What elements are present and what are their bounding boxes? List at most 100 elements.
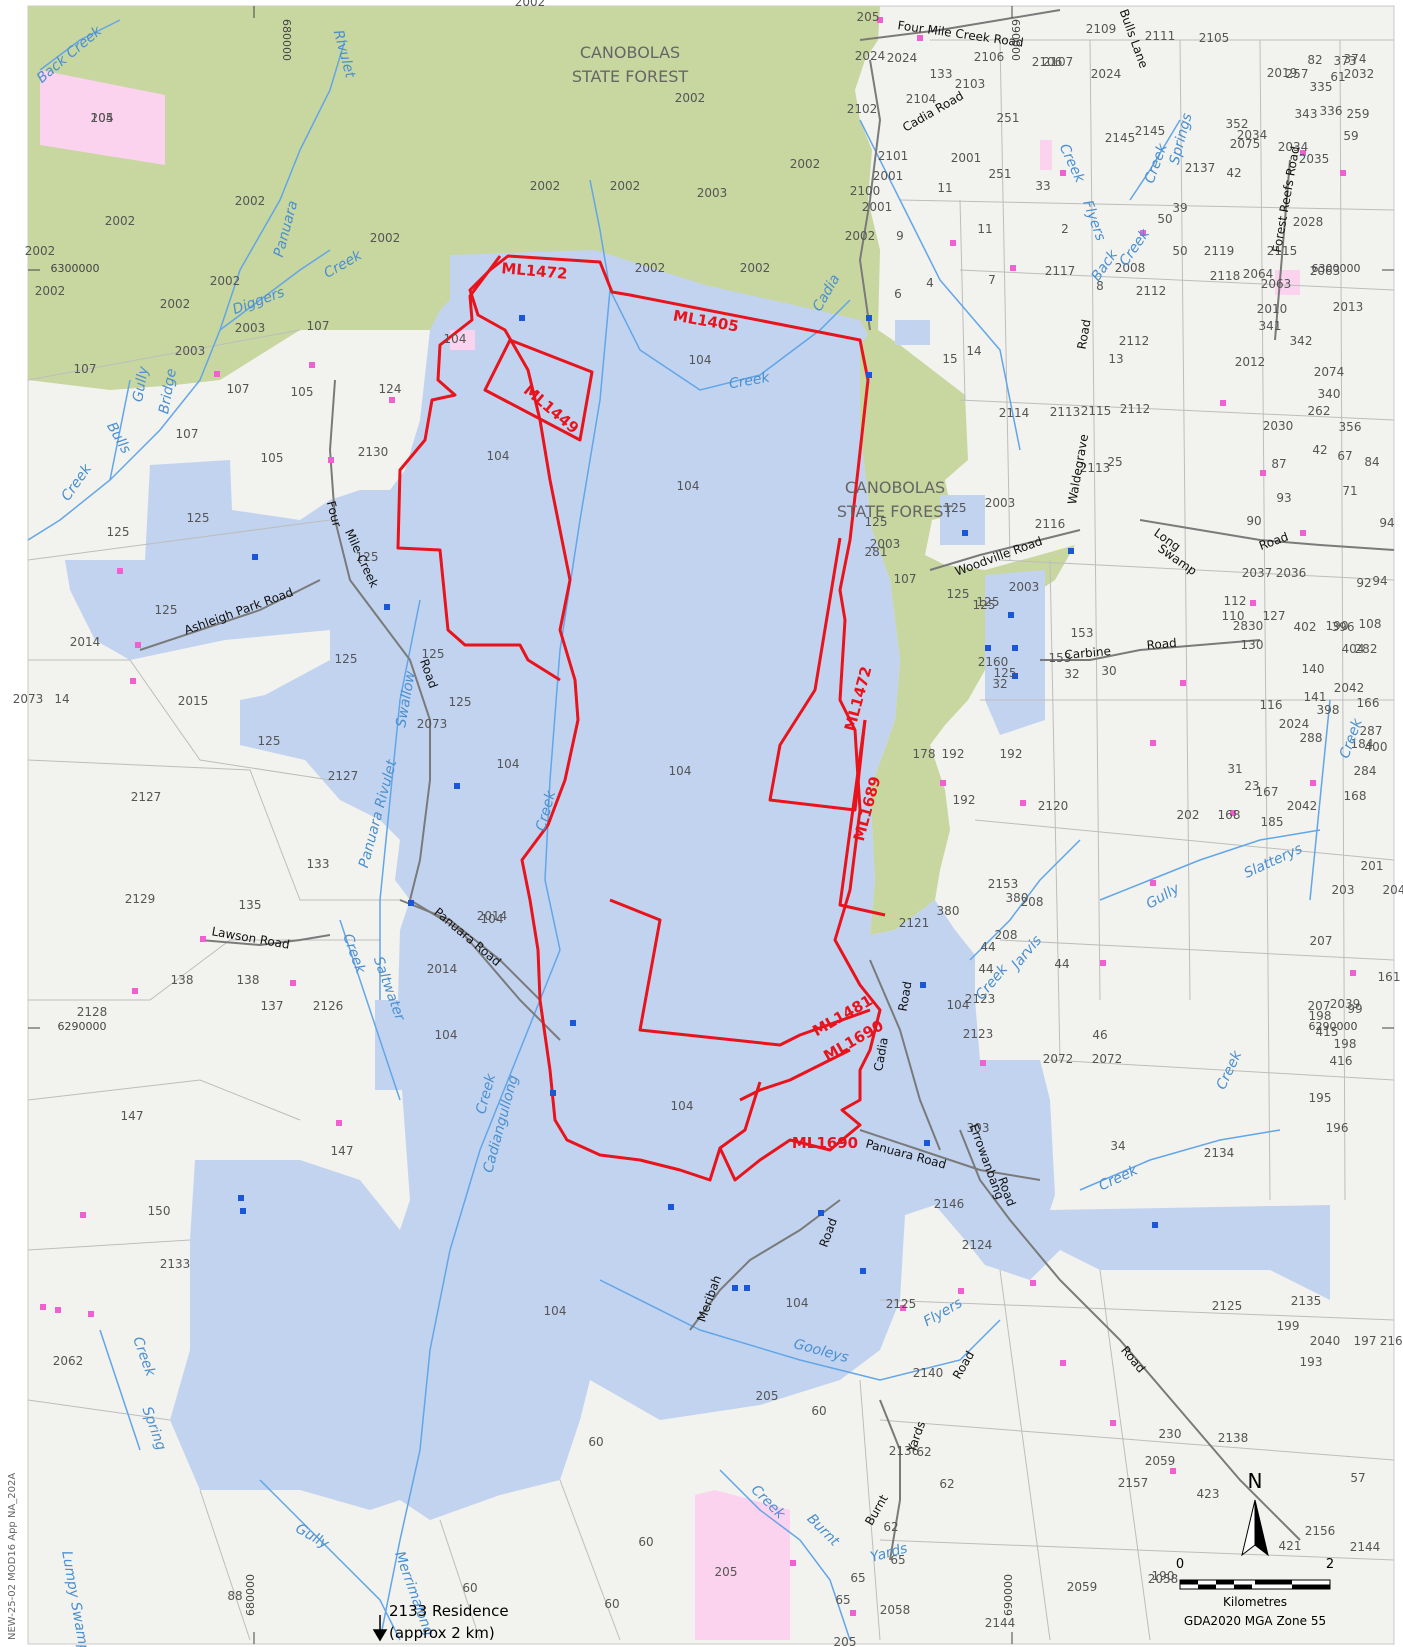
- lot-label: 166: [1357, 696, 1380, 710]
- residence-marker: [1340, 170, 1346, 176]
- lot-label: 42: [1226, 166, 1241, 180]
- lot-label: 190: [1326, 619, 1349, 633]
- lot-label: 2133: [160, 1257, 191, 1271]
- lot-label: 199: [1277, 1319, 1300, 1333]
- north-arrow-icon: [1254, 1499, 1269, 1557]
- cadia-creek-line: [589, 179, 851, 391]
- lot-label: 343: [1295, 107, 1318, 121]
- lot-label: 60: [604, 1597, 619, 1611]
- lot-label: 2042: [1287, 799, 1318, 813]
- lot-label: 284: [1354, 764, 1377, 778]
- residence-marker: [328, 457, 334, 463]
- lot-label: 2145: [1105, 131, 1136, 145]
- lot-label: 104: [786, 1296, 809, 1310]
- lot-label: 140: [1302, 662, 1325, 676]
- lot-label: 356: [1339, 420, 1362, 434]
- lot-label: 167: [1256, 785, 1279, 799]
- lot-label: 125: [187, 511, 210, 525]
- lot-label: 2001: [862, 200, 893, 214]
- lot-label: 2001: [951, 151, 982, 165]
- infrastructure-marker: [985, 645, 991, 651]
- lot-label: 2003: [235, 321, 266, 335]
- lot-label: 335: [1310, 80, 1333, 94]
- long-swamp-road-line: [1139, 519, 1395, 551]
- infrastructure-marker: [818, 1210, 824, 1216]
- lot-label: 125: [155, 603, 178, 617]
- scale-bar: 0 2 Kilometres GDA2020 MGA Zone 55: [1176, 1557, 1334, 1628]
- lot-label: 137: [261, 999, 284, 1013]
- lot-label: 2114: [999, 406, 1030, 420]
- lot-label: 93: [1276, 491, 1291, 505]
- lot-label: 2146: [934, 1197, 965, 1211]
- lot-label: 94: [1379, 516, 1394, 530]
- lot-label: 125: [865, 515, 888, 529]
- lot-label: 288: [1300, 731, 1323, 745]
- lot-label: 23: [1244, 779, 1259, 793]
- gooleys-creek-line: [1079, 1129, 1281, 1191]
- road-label: Carbine: [1064, 644, 1112, 662]
- lot-label: 178: [913, 747, 936, 761]
- spring-gully-line: [99, 1329, 141, 1451]
- lot-label: 198: [1309, 1009, 1332, 1023]
- lot-label: 2105: [1199, 31, 1230, 45]
- lot-label: 2119: [1204, 244, 1235, 258]
- lot-label: 104: [544, 1304, 567, 1318]
- grid-label: 6300000: [51, 262, 100, 275]
- lot-label: 60: [462, 1581, 477, 1595]
- infrastructure-marker: [668, 1204, 674, 1210]
- lot-label: 205: [857, 10, 880, 24]
- infrastructure-marker: [384, 604, 390, 610]
- infrastructure-marker: [860, 1268, 866, 1274]
- lot-label: 2034: [1278, 140, 1309, 154]
- crown-land-pink: [450, 330, 475, 350]
- lot-label: 2039: [1330, 997, 1361, 1011]
- residence-marker: [1150, 880, 1156, 886]
- lot-label: 2115: [1081, 404, 1112, 418]
- flyers-creek-line: [859, 119, 1021, 451]
- creek-label: Bridge: [156, 367, 180, 415]
- lot-label: 2002: [25, 244, 56, 258]
- lot-label: 13: [1108, 352, 1123, 366]
- scale-label-2: 2: [1326, 1557, 1334, 1572]
- lot-label: 352: [1226, 117, 1249, 131]
- cadia-creek-line: [544, 289, 611, 951]
- lot-label: 141: [1304, 690, 1327, 704]
- down-arrow-icon: [372, 1615, 388, 1642]
- residence-marker: [214, 371, 220, 377]
- residence-marker: [877, 17, 883, 23]
- lot-label: 2156: [1305, 1524, 1336, 1538]
- lot-label: 125: [973, 598, 996, 612]
- residence-note-line-1: 2133 Residence: [389, 1602, 509, 1620]
- lot-label: 415: [1316, 1025, 1339, 1039]
- meribah-road-line: [689, 1199, 841, 1331]
- lot-label: 107: [176, 427, 199, 441]
- lot-label: 2117: [1045, 264, 1076, 278]
- cadia-road-south-line: [869, 959, 941, 1151]
- lot-label: 104: [677, 479, 700, 493]
- lot-label: 184: [1351, 737, 1374, 751]
- lot-label: 2116: [1035, 517, 1066, 531]
- lot-label: 60: [588, 1435, 603, 1449]
- scale-bar-segment: [1292, 1584, 1330, 1589]
- infrastructure-marker: [238, 1195, 244, 1201]
- lot-label: 400: [1365, 740, 1388, 754]
- lot-label: 25: [1107, 455, 1122, 469]
- scale-bar-segment: [1198, 1584, 1216, 1589]
- errowanbang-road-line: [959, 1129, 1301, 1541]
- lot-label: 2157: [1118, 1476, 1149, 1490]
- residence-marker: [790, 1560, 796, 1566]
- lot-label: 402: [1294, 620, 1317, 634]
- lot-label: 138: [237, 973, 260, 987]
- lot-label: 104: [487, 449, 510, 463]
- lot-label: 2040: [1310, 1334, 1341, 1348]
- lot-label: 116: [1260, 698, 1283, 712]
- lot-label: 125: [977, 595, 1000, 609]
- lot-label: 2028: [1293, 215, 1324, 229]
- lot-label: 2072: [1043, 1052, 1074, 1066]
- lot-label: 192: [1000, 747, 1023, 761]
- residence-marker: [389, 397, 395, 403]
- lot-label: 125: [449, 695, 472, 709]
- lot-label: 2162: [1380, 1334, 1403, 1348]
